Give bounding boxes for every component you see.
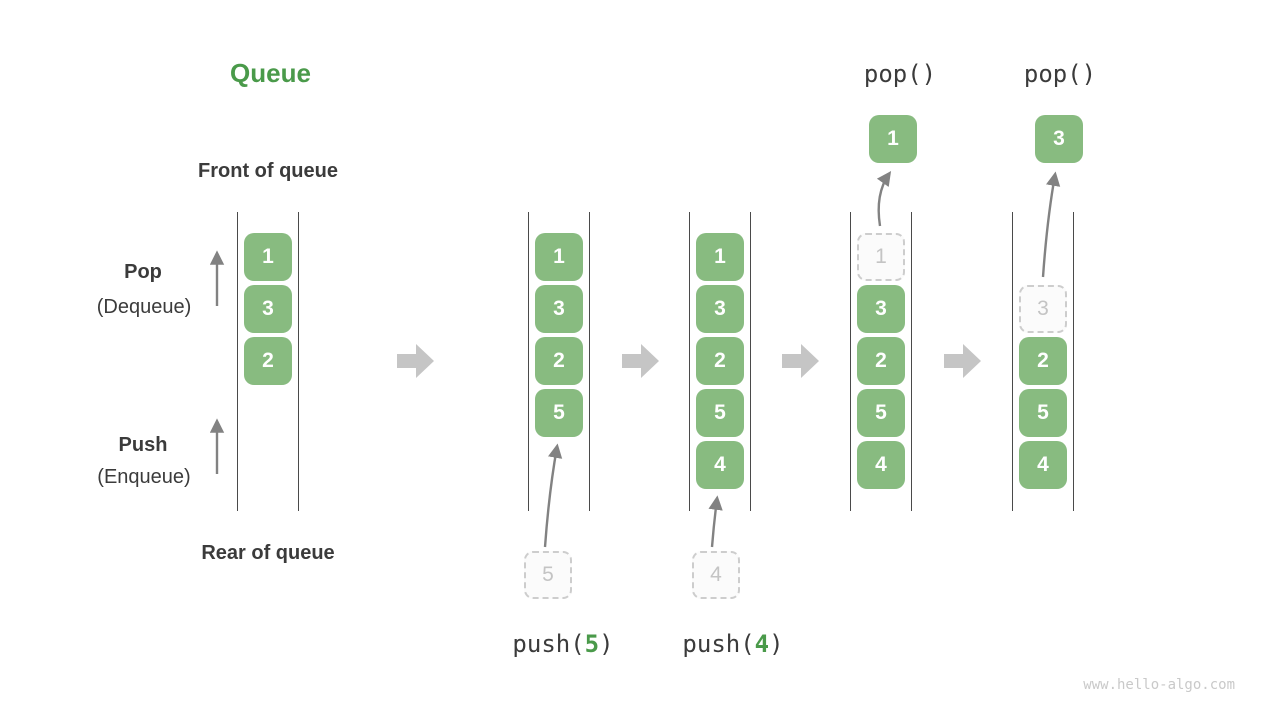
queue-cell: 5 [696, 389, 744, 437]
queue-cell: 4 [857, 441, 905, 489]
queue-cell: 5 [535, 389, 583, 437]
popped-cell: 3 [1035, 115, 1083, 163]
queue-cell: 3 [535, 285, 583, 333]
push-operation-label: push(4) [682, 630, 784, 658]
push-label: Push [118, 434, 168, 456]
pop-operation-label: pop() [863, 60, 937, 88]
push-operation-label: push(5) [512, 630, 614, 658]
queue-cell: 2 [696, 337, 744, 385]
pop-label: Pop [124, 261, 162, 283]
queue-rails [237, 212, 299, 511]
flow-arrow-icon [397, 344, 434, 378]
flow-arrow-icon [622, 344, 659, 378]
queue-cell: 5 [1019, 389, 1067, 437]
queue-cell: 5 [857, 389, 905, 437]
queue-cell: 1 [244, 233, 292, 281]
queue-cell: 4 [696, 441, 744, 489]
queue-cell: 3 [857, 285, 905, 333]
flow-arrow-icon [944, 344, 981, 378]
queue-rails [689, 212, 751, 511]
staging-cell: 4 [692, 551, 740, 599]
enqueue-sublabel: (Enqueue) [97, 466, 191, 488]
popped-cell: 1 [869, 115, 917, 163]
flow-arrow-icon [782, 344, 819, 378]
queue-cell: 3 [696, 285, 744, 333]
queue-cell: 1 [535, 233, 583, 281]
queue-cell: 1 [857, 233, 905, 281]
queue-cell: 2 [1019, 337, 1067, 385]
queue-cell: 1 [696, 233, 744, 281]
staging-cell: 5 [524, 551, 572, 599]
dequeue-sublabel: (Dequeue) [96, 296, 192, 318]
front-of-queue-label: Front of queue [198, 160, 338, 182]
queue-cell: 4 [1019, 441, 1067, 489]
queue-cell: 2 [857, 337, 905, 385]
queue-rails [528, 212, 590, 511]
queue-cell: 3 [1019, 285, 1067, 333]
queue-rails [850, 212, 912, 511]
watermark: www.hello-algo.com [1083, 677, 1235, 693]
rear-of-queue-label: Rear of queue [201, 542, 335, 564]
queue-cell: 3 [244, 285, 292, 333]
diagram-title: Queue [230, 58, 311, 88]
queue-cell: 2 [535, 337, 583, 385]
queue-cell: 2 [244, 337, 292, 385]
pop-operation-label: pop() [1023, 60, 1097, 88]
queue-rails [1012, 212, 1074, 511]
